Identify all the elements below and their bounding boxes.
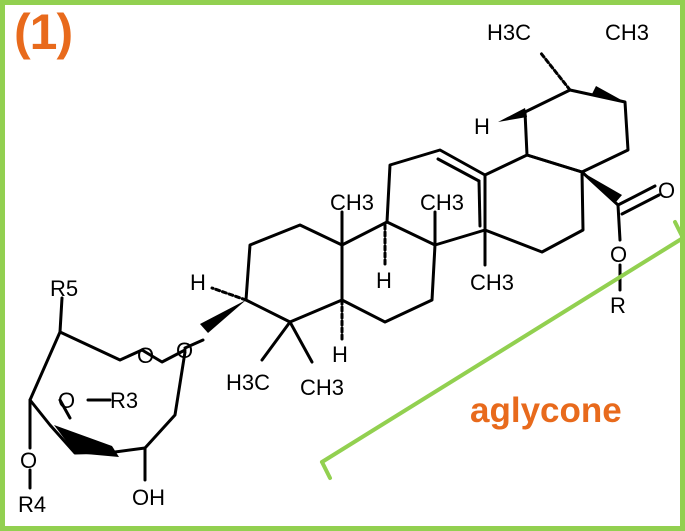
sugar-ring — [28, 330, 187, 455]
wedge-c3-o — [200, 300, 246, 333]
carbonyl-bond-2 — [620, 193, 661, 216]
sugar-bold-edge — [54, 425, 119, 457]
label-ch3-c10: CH3 — [330, 190, 374, 215]
label-ester-o: O — [610, 242, 627, 267]
label-ch3-c4: CH3 — [300, 375, 344, 400]
wedge-methyl-top-right — [592, 86, 625, 102]
r5-bond — [58, 296, 64, 334]
label-h-c3: H — [190, 270, 206, 295]
label-o-r3: O — [58, 388, 75, 413]
ring-d — [483, 153, 585, 254]
ring-a — [244, 223, 344, 324]
aglycone-bracket — [320, 220, 685, 480]
h-bond-c3 — [210, 286, 248, 302]
c28-bond — [580, 170, 620, 207]
methyl-bond-c4-right — [288, 320, 314, 364]
carbonyl-bond-1 — [616, 184, 657, 207]
label-h3c-c4: H3C — [226, 370, 270, 395]
label-r5: R5 — [50, 276, 78, 301]
wedge-h-upper — [498, 108, 527, 122]
ring-b — [340, 220, 437, 324]
label-glyco-o: O — [176, 338, 193, 363]
panel-label: (1) — [14, 4, 73, 60]
label-ring-o: O — [137, 343, 154, 368]
methyl-bond-top-left — [538, 50, 572, 92]
aglycone-label: aglycone — [470, 391, 622, 430]
label-r3: R3 — [110, 388, 138, 413]
wedge-carboxyl — [582, 172, 622, 202]
glyco-o-bond — [183, 338, 205, 350]
label-h-upper: H — [474, 114, 490, 139]
label-r-ester: R — [610, 293, 626, 318]
o3-bond — [58, 398, 72, 420]
atom-labels: H3C CH3 H O O R CH3 CH3 H CH3 H O H3C CH… — [18, 20, 675, 517]
ring-c — [385, 148, 487, 247]
label-o-r4: O — [20, 448, 37, 473]
label-carbonyl-o: O — [658, 178, 675, 203]
methyl-bond-c4-left — [260, 320, 292, 362]
label-ch3-c8: CH3 — [420, 190, 464, 215]
label-h3c-top: H3C — [487, 20, 531, 45]
label-h-c5: H — [332, 342, 348, 367]
wedge-bonds — [54, 86, 625, 457]
label-ch3-c14: CH3 — [470, 270, 514, 295]
double-bond-c12-c13 — [436, 157, 481, 183]
label-h-c9: H — [376, 268, 392, 293]
label-r4: R4 — [18, 492, 46, 517]
label-ch3-top: CH3 — [605, 20, 649, 45]
label-oh: OH — [132, 485, 165, 510]
ester-bond — [616, 203, 622, 242]
